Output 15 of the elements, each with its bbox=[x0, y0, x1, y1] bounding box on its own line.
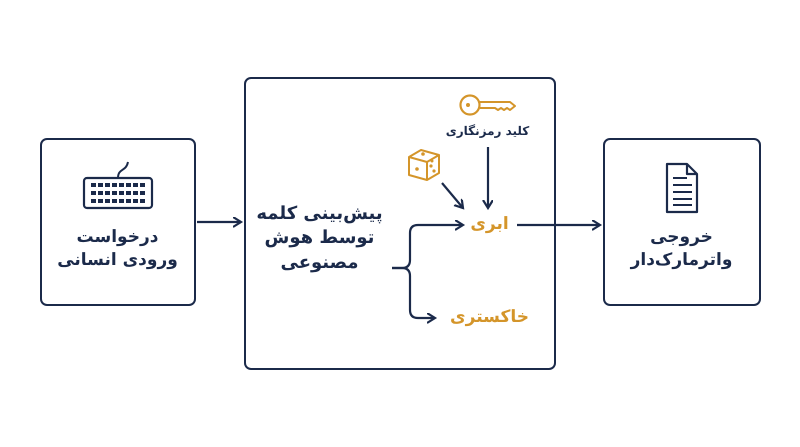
process-box bbox=[244, 77, 556, 370]
arrow bbox=[517, 218, 602, 232]
text-label: پیش‌بینی کلمه توسط هوش مصنوعی bbox=[248, 194, 392, 284]
box-label: خروجی واترمارک‌دار bbox=[628, 226, 734, 272]
arrow bbox=[441, 182, 464, 210]
text-label: ابری bbox=[464, 210, 516, 240]
process-box bbox=[603, 138, 761, 306]
arrow bbox=[482, 147, 494, 210]
box-label: درخواست ورودی انسانی bbox=[56, 226, 179, 272]
key-label: کلید رمزنگاری bbox=[444, 122, 530, 139]
arrow bbox=[392, 266, 436, 324]
arrow bbox=[197, 216, 242, 228]
process-box bbox=[40, 138, 196, 306]
dice-icon bbox=[406, 148, 440, 182]
text-label: خاکستری bbox=[436, 302, 544, 334]
